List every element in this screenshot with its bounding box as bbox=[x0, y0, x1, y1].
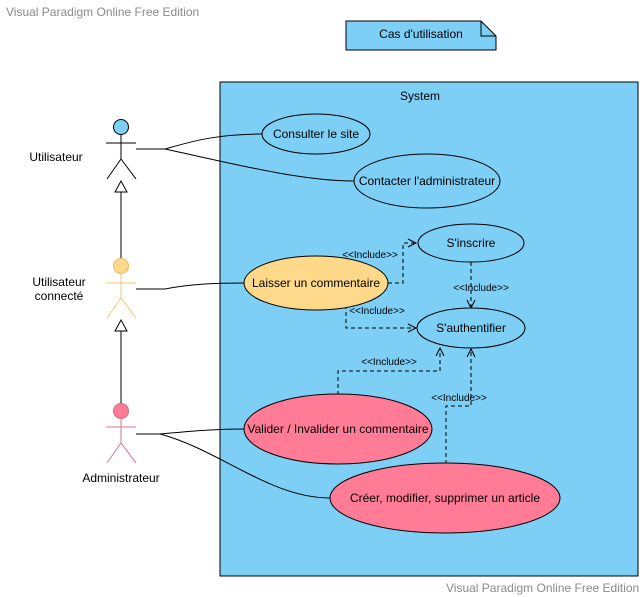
usecase-inscrire-label: S'inscrire bbox=[447, 236, 496, 250]
association-connecte-commenter[interactable] bbox=[136, 282, 246, 290]
usecase-gerer-article[interactable]: Créer, modifier, supprimer un article bbox=[329, 462, 561, 534]
watermark-top: Visual Paradigm Online Free Edition bbox=[6, 5, 200, 19]
include-article-authentifier[interactable] bbox=[445, 349, 471, 464]
include-commenter-inscrire[interactable] bbox=[388, 243, 416, 284]
association-utilisateur-contacter[interactable] bbox=[136, 148, 355, 182]
include-label-valider-authentifier: <<Include>> bbox=[361, 357, 417, 368]
system-label: System bbox=[400, 89, 440, 103]
include-label-commenter-inscrire: <<Include>> bbox=[342, 250, 398, 261]
usecase-laisser-commentaire[interactable]: Laisser un commentaire bbox=[243, 255, 389, 311]
include-label-article-authentifier: <<Include>> bbox=[431, 393, 487, 404]
generalization-admin-to-connecte[interactable] bbox=[114, 318, 128, 403]
actor-connecte-label-line1: Utilisateur bbox=[32, 275, 85, 289]
actor-administrateur[interactable] bbox=[106, 403, 137, 464]
usecase-contacter-administrateur[interactable]: Contacter l'administrateur bbox=[353, 153, 501, 209]
association-admin-article[interactable] bbox=[136, 433, 331, 499]
actor-head bbox=[113, 403, 129, 419]
usecase-s-authentifier[interactable]: S'authentifier bbox=[416, 307, 526, 349]
diagram-title-note[interactable]: Cas d'utilisation bbox=[345, 20, 497, 51]
usecase-contacter-label: Contacter l'administrateur bbox=[359, 174, 495, 188]
note-label: Cas d'utilisation bbox=[379, 27, 463, 41]
usecase-consulter-le-site[interactable]: Consulter le site bbox=[261, 113, 371, 155]
watermark-bottom: Visual Paradigm Online Free Edition bbox=[446, 581, 640, 595]
generalization-connecte-to-utilisateur[interactable] bbox=[114, 179, 128, 258]
usecase-commenter-label: Laisser un commentaire bbox=[252, 276, 380, 290]
usecase-consulter-label: Consulter le site bbox=[273, 127, 359, 141]
include-label-commenter-authentifier: <<Include>> bbox=[349, 306, 405, 317]
actor-connecte-label-line2: connecté bbox=[35, 289, 84, 303]
actor-utilisateur-label: Utilisateur bbox=[29, 150, 82, 164]
usecase-valider-commentaire[interactable]: Valider / Invalider un commentaire bbox=[243, 393, 433, 465]
usecase-authentifier-label: S'authentifier bbox=[436, 321, 506, 335]
actor-head bbox=[113, 119, 129, 135]
association-utilisateur-consulter[interactable] bbox=[136, 133, 263, 150]
usecase-valider-label: Valider / Invalider un commentaire bbox=[247, 422, 429, 436]
actor-utilisateur[interactable] bbox=[106, 119, 137, 180]
usecase-s-inscrire[interactable]: S'inscrire bbox=[417, 223, 525, 263]
actor-administrateur-label: Administrateur bbox=[82, 471, 159, 485]
usecase-article-label: Créer, modifier, supprimer un article bbox=[350, 491, 540, 505]
actor-utilisateur-connecte[interactable] bbox=[106, 258, 137, 319]
include-label-inscrire-authentifier: <<Include>> bbox=[453, 283, 509, 294]
actor-head bbox=[113, 258, 129, 274]
